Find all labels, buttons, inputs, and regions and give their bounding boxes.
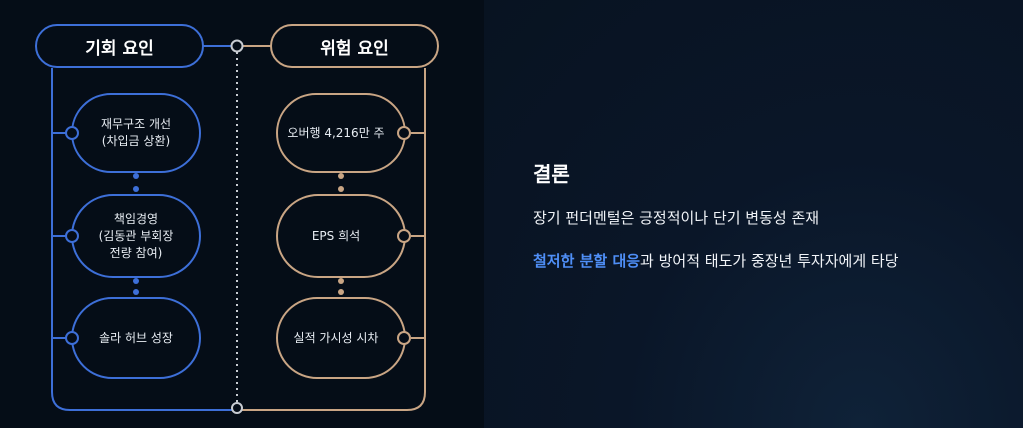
- center-top-junction: [230, 39, 244, 53]
- opportunity-item-2-line3: 전량 참여): [109, 245, 163, 260]
- opportunity-header-pill: [35, 24, 204, 68]
- opportunity-node-1-port: [65, 126, 79, 140]
- conclusion-line-2-rest: 과 방어적 태도가 중장년 투자자에게 타당: [640, 252, 899, 270]
- risk-outer-loop: [237, 68, 426, 411]
- opportunity-dot-1b: [133, 186, 139, 192]
- opportunity-item-1-line1: 재무구조 개선: [100, 117, 172, 131]
- risk-node-1-port: [397, 126, 411, 140]
- risk-item-2-line1: EPS 희석: [311, 228, 361, 243]
- opportunity-dot-2a: [133, 278, 139, 284]
- opportunity-node-3-port: [65, 331, 79, 345]
- opportunity-header: 기회 요인: [85, 38, 154, 59]
- opportunity-item-2-line2: (김동관 부회장: [98, 228, 174, 243]
- opportunity-item-3-line1: 솔라 허브 성장: [99, 330, 173, 345]
- risk-item-1: 오버행 4,216만 주: [272, 94, 400, 172]
- conclusion-title: 결론: [533, 162, 570, 186]
- risk-item-3-line1: 실적 가시성 시차: [293, 330, 379, 345]
- risk-dot-1b: [338, 186, 344, 192]
- conclusion-panel: [484, 0, 1023, 428]
- opportunity-outer-loop: [51, 68, 237, 411]
- opportunity-item-2: 책임경영 (김동관 부회장 전량 참여): [72, 195, 200, 277]
- comparison-diagram: [35, 24, 439, 414]
- risk-item-2: EPS 희석: [272, 195, 400, 277]
- risk-header: 위험 요인: [320, 38, 389, 59]
- conclusion-block: 결론 장기 펀더멘털은 긍정적이나 단기 변동성 존재 철저한 분할 대응과 방…: [533, 158, 899, 271]
- conclusion-line-1: 장기 펀더멘털은 긍정적이나 단기 변동성 존재: [533, 209, 820, 227]
- risk-dot-1a: [338, 173, 344, 179]
- conclusion-highlight: 철저한 분할 대응: [533, 252, 641, 270]
- risk-node-2-port: [397, 229, 411, 243]
- opportunity-node-2-port: [65, 229, 79, 243]
- center-bottom-junction: [231, 402, 243, 414]
- opportunity-dot-2b: [133, 289, 139, 295]
- risk-dot-2a: [338, 278, 344, 284]
- risk-node-3-port: [397, 331, 411, 345]
- risk-dot-2b: [338, 289, 344, 295]
- opportunity-dot-1a: [133, 173, 139, 179]
- risk-item-3: 실적 가시성 시차: [272, 298, 400, 378]
- conclusion-line-2: 철저한 분할 대응과 방어적 태도가 중장년 투자자에게 타당: [533, 250, 899, 271]
- opportunity-item-3: 솔라 허브 성장: [72, 298, 200, 378]
- risk-header-pill: [270, 24, 439, 68]
- opportunity-item-1: 재무구조 개선 (차입금 상환): [72, 94, 200, 172]
- risk-item-1-line1: 오버행 4,216만 주: [287, 125, 385, 140]
- opportunity-item-2-line1: 책임경영: [113, 211, 159, 226]
- opportunity-item-1-line2: (차입금 상환): [101, 134, 171, 148]
